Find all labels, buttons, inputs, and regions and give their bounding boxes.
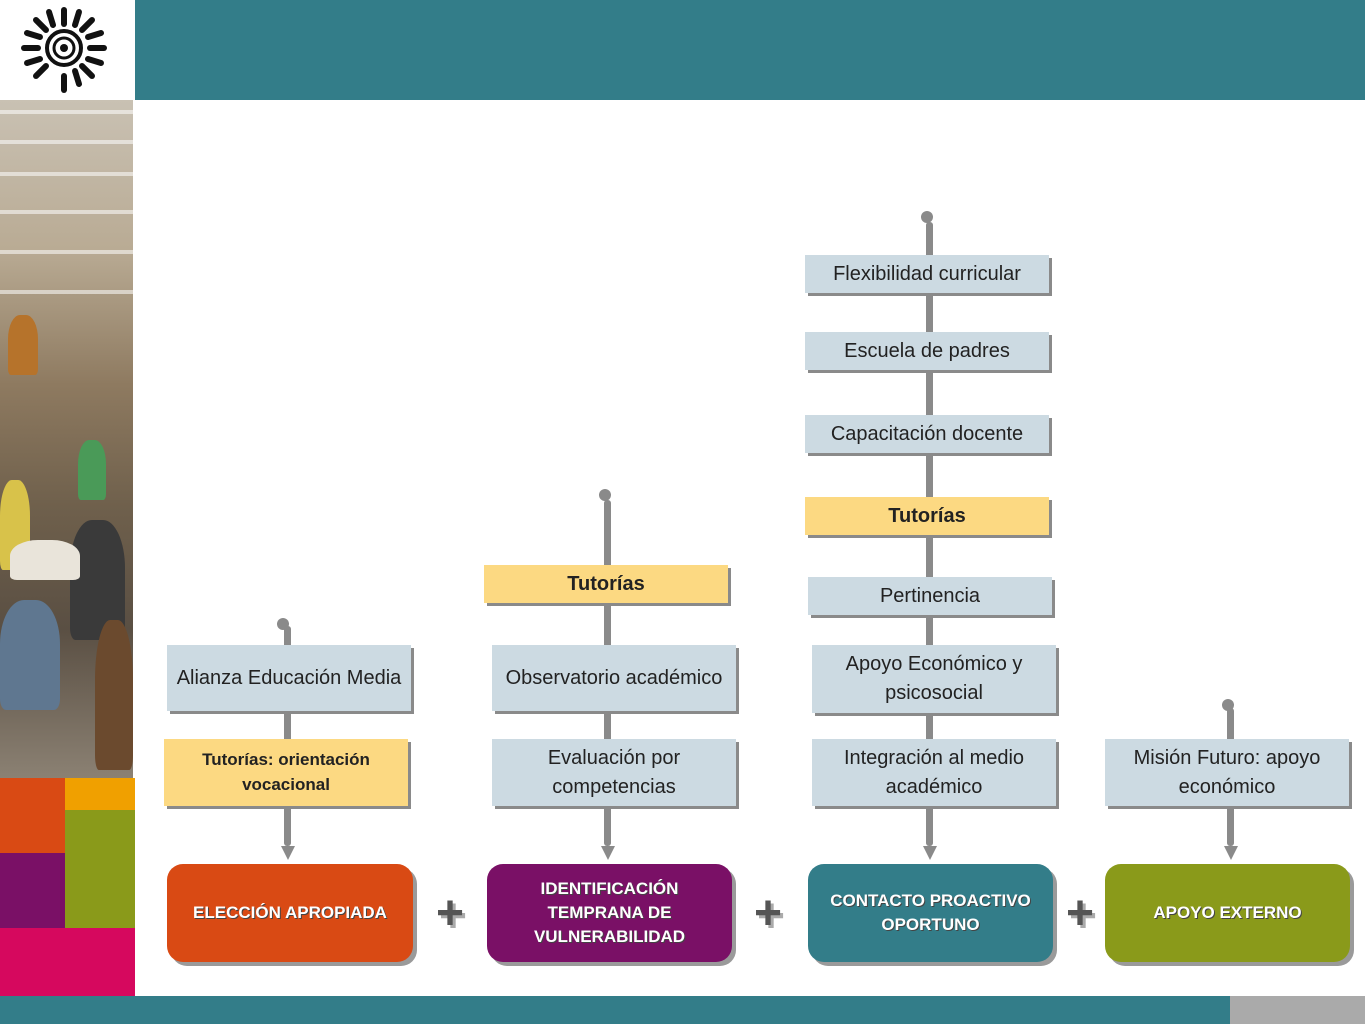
connector-knob [1222, 699, 1234, 711]
sun-logo-icon [21, 7, 107, 93]
color-block-purple [0, 853, 65, 928]
goal-box: ELECCIÓN APROPIADA [167, 864, 413, 962]
diagram-node: Evaluación por competencias [492, 739, 736, 806]
logo-area [0, 0, 135, 100]
diagram-node: Apoyo Económico y psicosocial [812, 645, 1056, 713]
goal-box: IDENTIFICACIÓN TEMPRANA DE VULNERABILIDA… [487, 864, 732, 962]
color-block-magenta [0, 928, 135, 996]
classroom-photo [0, 100, 133, 778]
diagram-node: Integración al medio académico [812, 739, 1056, 806]
connector-arrow [1224, 846, 1238, 860]
connector-arrow [281, 846, 295, 860]
connector-knob [277, 618, 289, 630]
goal-box: CONTACTO PROACTIVO OPORTUNO [808, 864, 1053, 962]
diagram-node: Tutorías [805, 497, 1049, 535]
diagram-node: Tutorías: orientación vocacional [164, 739, 408, 806]
header-bar [135, 0, 1365, 100]
diagram-node: Pertinencia [808, 577, 1052, 615]
color-block-orange [0, 778, 65, 853]
plus-operator: + [436, 887, 465, 940]
diagram-node: Tutorías [484, 565, 728, 603]
diagram-node: Capacitación docente [805, 415, 1049, 453]
diagram-node: Flexibilidad curricular [805, 255, 1049, 293]
footer-bar [0, 996, 1230, 1024]
footer-accent [1230, 996, 1365, 1024]
connector-line [284, 626, 291, 846]
goal-box: APOYO EXTERNO [1105, 864, 1350, 962]
color-block-amber [65, 778, 135, 810]
connector-knob [599, 489, 611, 501]
diagram-node: Alianza Educación Media [167, 645, 411, 711]
diagram-node: Observatorio académico [492, 645, 736, 711]
connector-knob [921, 211, 933, 223]
plus-operator: + [1066, 887, 1095, 940]
diagram-node: Escuela de padres [805, 332, 1049, 370]
connector-arrow [923, 846, 937, 860]
connector-arrow [601, 846, 615, 860]
diagram-node: Misión Futuro: apoyo económico [1105, 739, 1349, 806]
color-block-olive [65, 810, 135, 928]
plus-operator: + [754, 887, 783, 940]
